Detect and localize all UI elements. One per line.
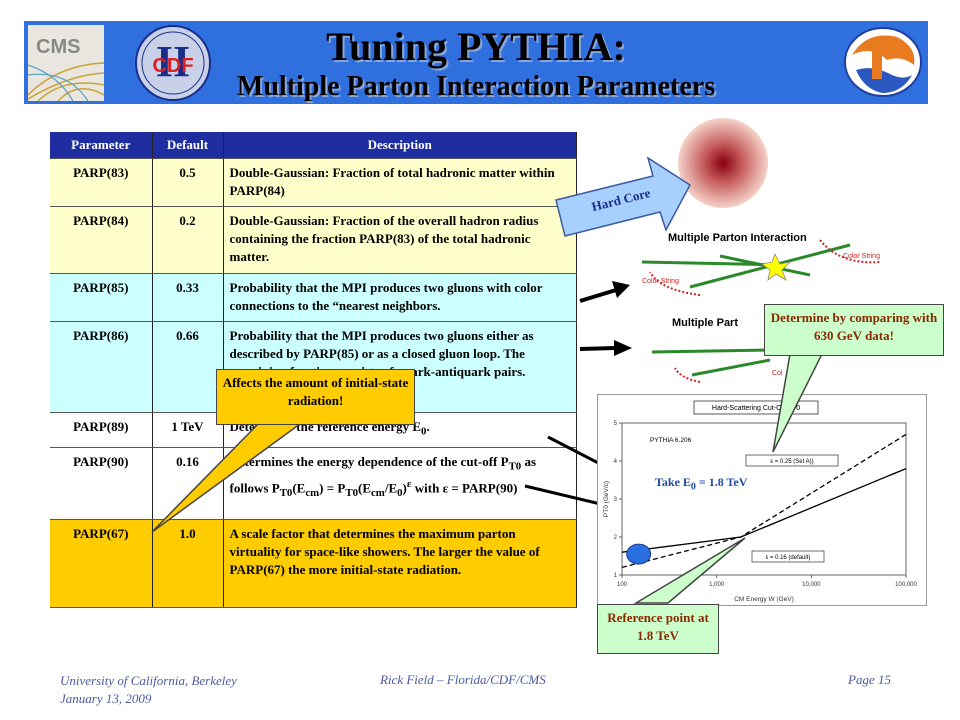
color-string-label: Color String [642, 278, 679, 285]
column-header-parameter: Parameter [50, 132, 153, 159]
svg-text:CDF: CDF [152, 55, 193, 77]
param-cell: PARP(84) [50, 206, 153, 275]
take-e0-label: Take E0 = 1.8 TeV [655, 475, 748, 493]
cdf-logo: II CDF [135, 25, 211, 101]
x-tick-label: 100 [617, 582, 628, 588]
legend-box-default [751, 550, 825, 563]
pt0-cutoff-chart: 100 1,000 10,000 100,000 1 2 3 4 5 Hard-Scatterin… [597, 394, 927, 606]
mpi-label-2: Multiple Part [672, 317, 738, 329]
legend-box-set-a [745, 454, 839, 467]
mpi-diagram-2: Multiple Part Col [651, 317, 783, 383]
pythia-version-label: PYTHIA 6.206 [650, 437, 692, 444]
param-cell: PARP(67) [50, 519, 153, 609]
description-cell: A scale factor that determines the maxim… [223, 519, 577, 609]
slide-subtitle: Multiple Parton Interaction Parameters [236, 71, 716, 102]
arrow-parp85 [579, 281, 630, 303]
description-cell: Probability that the MPI produces two gl… [223, 273, 577, 323]
table-header-row: Parameter Default Description [50, 132, 577, 159]
y-tick-label: 1 [614, 573, 618, 579]
legend-label-set-a: ε = 0.25 (Set A)) [770, 459, 813, 465]
table-row: PARP(85) 0.33 Probability that the MPI p… [50, 273, 577, 323]
legend-label-default: ε = 0.16 (default) [766, 555, 811, 561]
description-cell: Double-Gaussian: Fraction of total hadro… [223, 158, 577, 208]
affects-isr-callout: Affects the amount of initial-state radi… [216, 369, 415, 425]
table-row: PARP(67) 1.0 A scale factor that determi… [50, 519, 577, 609]
footer-university: University of California, Berkeley [60, 673, 237, 688]
svg-text:II: II [156, 37, 190, 86]
param-cell: PARP(83) [50, 158, 153, 208]
table-row: PARP(83) 0.5 Double-Gaussian: Fraction o… [50, 158, 577, 208]
color-string-label: Color String [843, 253, 880, 260]
column-header-default: Default [152, 132, 224, 159]
table-row: PARP(84) 0.2 Double-Gaussian: Fraction o… [50, 206, 577, 275]
param-cell: PARP(86) [50, 321, 153, 413]
chart-svg: 100 1,000 10,000 100,000 1 2 3 4 5 Hard-Scatterin… [603, 400, 918, 603]
param-cell: PARP(85) [50, 273, 153, 323]
chart-axes [619, 422, 907, 578]
arrow-parp86 [579, 340, 632, 356]
default-cell: 0.5 [152, 158, 224, 208]
x-tick-label: 1,000 [709, 582, 725, 588]
series-line-set-a [621, 433, 907, 569]
table-row: PARP(86) 0.66 Probability that the MPI p… [50, 321, 577, 413]
y-tick-label: 3 [614, 497, 618, 503]
x-tick-label: 100,000 [895, 582, 917, 588]
color-string-label: Col [772, 370, 783, 377]
title-banner: CMS II CDF Tuning PYTHIA: Multiple Parto… [24, 21, 928, 104]
y-tick-label: 4 [614, 459, 618, 465]
x-axis-label: CM Energy W (GeV) [734, 596, 794, 603]
y-tick-label: 5 [614, 421, 618, 427]
description-cell: Probability that the MPI produces two gl… [223, 321, 577, 413]
default-cell: 1.0 [152, 519, 224, 609]
chart-series [621, 433, 907, 569]
chart-title: Hard-Scattering Cut-Off PT0 [712, 405, 800, 412]
footer-affiliation: University of California, Berkeley Janua… [60, 672, 237, 708]
hard-core-blob [678, 118, 768, 208]
reference-point-callout: Reference point at 1.8 TeV [597, 604, 719, 654]
default-cell: 0.33 [152, 273, 224, 323]
mpi-diagram-1: Multiple Parton Interaction Color String… [641, 232, 881, 296]
y-tick-label: 2 [614, 535, 618, 541]
y-axis-label: PT0 (GeV/c) [603, 481, 610, 517]
default-cell: 0.66 [152, 321, 224, 413]
chart-text: 100 1,000 10,000 100,000 1 2 3 4 5 Hard-Scatterin… [603, 400, 918, 603]
mpi-label-1: Multiple Parton Interaction [668, 232, 807, 244]
reference-point-marker [626, 543, 652, 565]
uf-logo [844, 27, 922, 97]
footer-page-number: Page 15 [848, 672, 891, 687]
svg-text:CMS: CMS [36, 36, 80, 58]
determine-630gev-callout: Determine by comparing with 630 GeV data… [764, 304, 944, 356]
footer-date: January 13, 2009 [60, 691, 152, 706]
description-cell: Double-Gaussian: Fraction of the overall… [223, 206, 577, 275]
slide-title: Tuning PYTHIA: [326, 24, 626, 69]
footer-author: Rick Field – Florida/CDF/CMS [380, 672, 546, 687]
hard-core-arrow: Hard Core [555, 156, 691, 237]
cms-logo: CMS [28, 25, 104, 101]
column-header-description: Description [223, 132, 577, 159]
default-cell: 0.2 [152, 206, 224, 275]
param-cell: PARP(89) [50, 412, 153, 448]
x-tick-label: 10,000 [802, 582, 821, 588]
param-cell: PARP(90) [50, 447, 153, 520]
